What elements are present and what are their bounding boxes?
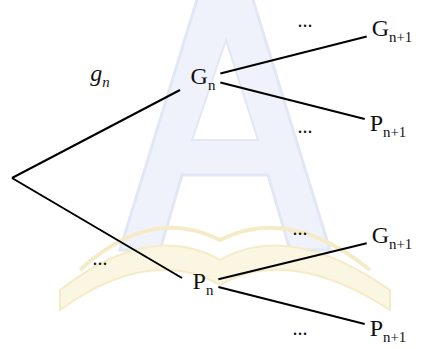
subscript: n+1 xyxy=(383,329,406,345)
node-label: Gn+1 xyxy=(372,15,413,41)
main-letter: G xyxy=(191,63,208,89)
branch-connector xyxy=(218,287,364,324)
branch-connector xyxy=(218,243,366,279)
main-letter: G xyxy=(372,15,389,41)
branch-label: ... xyxy=(93,248,108,268)
subscript: n+1 xyxy=(389,236,412,252)
main-letter: P xyxy=(370,110,383,136)
branch-label: gn xyxy=(90,61,109,90)
subscript: n xyxy=(208,77,215,93)
tree-node: Gn xyxy=(189,63,218,94)
main-letter: g xyxy=(90,60,102,86)
main-letter: P xyxy=(370,315,383,341)
edge-label: ... xyxy=(298,116,313,136)
node-label: Pn xyxy=(193,268,214,294)
subscript: n xyxy=(102,74,109,90)
edge-label: ... xyxy=(293,318,308,338)
branch-line xyxy=(12,90,180,178)
branch-connector xyxy=(220,36,366,73)
edge-label: ... xyxy=(298,10,313,30)
node-label: Gn xyxy=(191,63,216,89)
subscript: n+1 xyxy=(383,124,406,140)
node-label: Pn+1 xyxy=(370,110,407,136)
node-label: Gn+1 xyxy=(372,222,413,248)
tree-node: Gn+1 xyxy=(370,222,415,253)
subscript: n+1 xyxy=(389,29,412,45)
tree-node: Pn xyxy=(191,268,216,299)
tree-node: Pn+1 xyxy=(368,110,409,141)
tree-node: Pn+1 xyxy=(368,315,409,346)
edge-label: ... xyxy=(293,218,308,238)
tree-node: Gn+1 xyxy=(370,15,415,46)
node-label: Pn+1 xyxy=(370,315,407,341)
branch-connector xyxy=(220,82,364,119)
main-letter: P xyxy=(193,268,206,294)
subscript: n xyxy=(206,282,213,298)
branch-line xyxy=(12,178,182,278)
main-letter: G xyxy=(372,222,389,248)
watermark-logo xyxy=(60,0,390,310)
